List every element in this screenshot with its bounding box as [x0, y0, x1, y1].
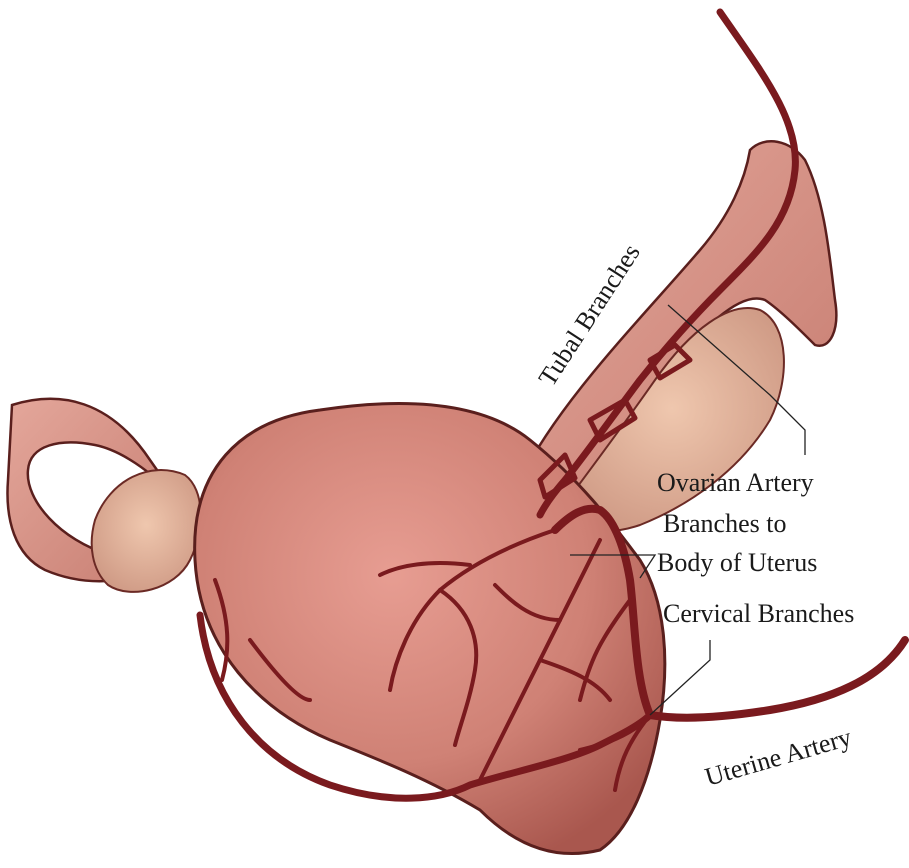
label-cervical-branches: Cervical Branches [663, 599, 854, 628]
label-ovarian-artery: Ovarian Artery [657, 468, 814, 497]
left-ovary [92, 470, 201, 592]
label-uterine-artery: Uterine Artery [702, 722, 855, 791]
label-branches-to-line2: Body of Uterus [657, 548, 817, 577]
label-branches-to-line1: Branches to [663, 509, 786, 538]
